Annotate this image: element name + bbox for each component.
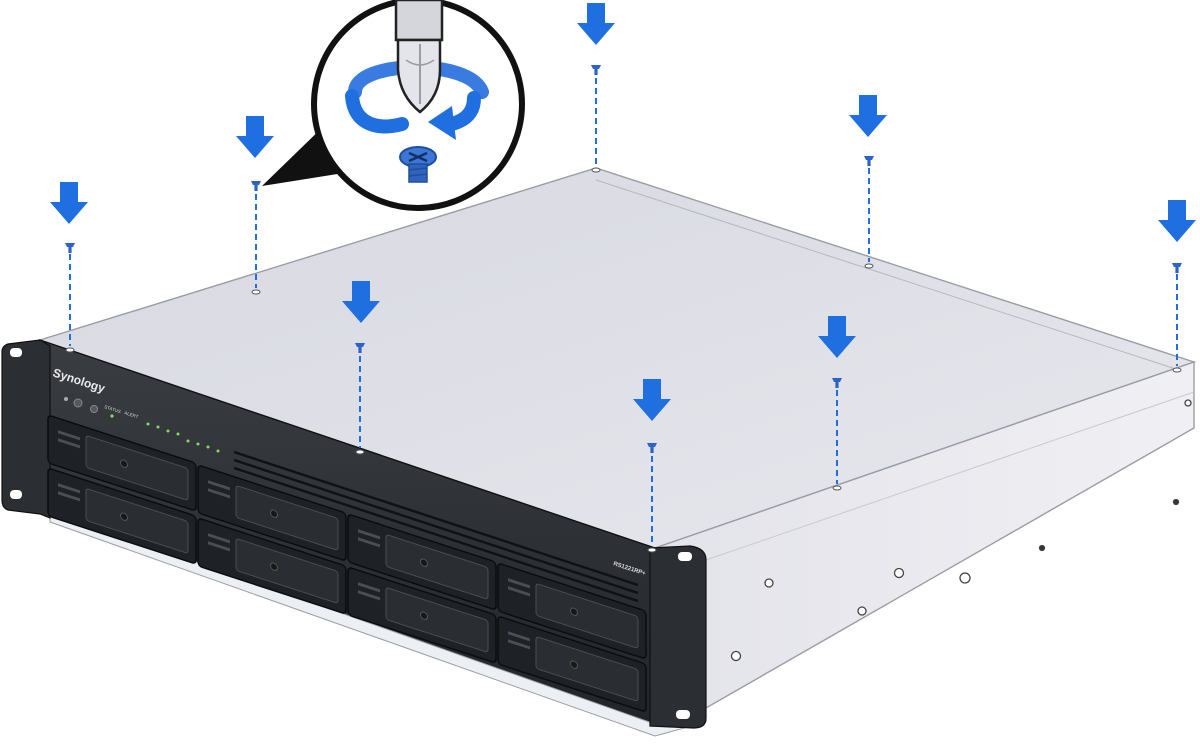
down-arrow-icon: [849, 95, 887, 137]
down-arrow-icon: [577, 3, 615, 45]
left-rack-ear: [1, 339, 51, 519]
down-arrow-icon: [1158, 200, 1196, 242]
nas-chassis: Synology STATUS ALERT RS1221RP+: [1, 167, 1197, 737]
down-arrow-icon: [236, 116, 274, 158]
arrow-screw-group-3: [577, 3, 615, 75]
front-alert-label: ALERT: [124, 410, 140, 419]
screwdriver-callout: [262, 0, 525, 211]
status-leds: [110, 414, 220, 453]
front-vents: [233, 450, 639, 603]
right-rack-ear: [649, 545, 707, 729]
front-buttons: [64, 397, 98, 413]
screw-icon: [251, 181, 261, 191]
screw-guides: [69, 78, 1178, 546]
top-screw-holes: [65, 167, 1182, 553]
screwdriver-icon: [394, 0, 444, 114]
front-status-label: STATUS: [104, 404, 122, 414]
drive-bays: [47, 415, 647, 712]
arrow-screw-group-4: [849, 95, 887, 166]
screw-icon: [864, 156, 874, 166]
arrow-screw-group-1: [50, 182, 88, 253]
chassis-lid-seam: [595, 179, 1186, 373]
rotate-arrowhead: [428, 106, 456, 140]
arrow-screw-group-5: [1158, 200, 1196, 273]
screw-icon: [65, 243, 75, 253]
screw-icon: [1172, 263, 1182, 273]
arrow-screw-group-2: [236, 116, 274, 191]
down-arrow-icon: [50, 182, 88, 224]
screw-icon: [591, 65, 601, 75]
side-mounting-holes: [730, 399, 1192, 662]
screw-closeup: [399, 146, 437, 183]
